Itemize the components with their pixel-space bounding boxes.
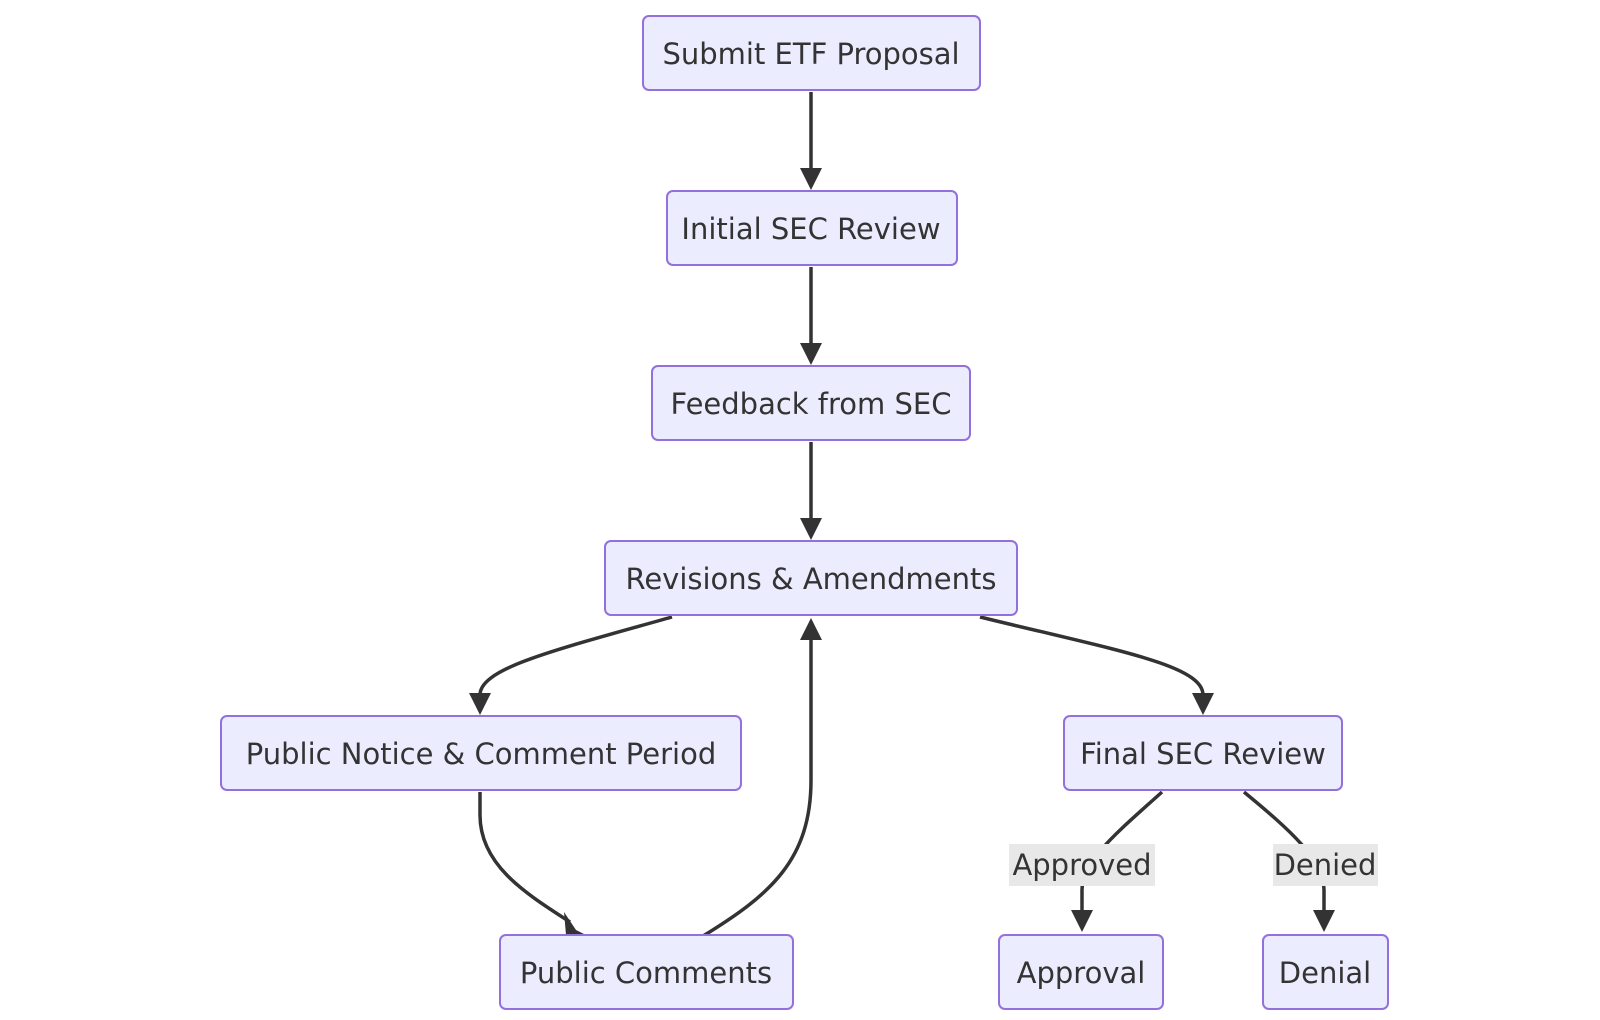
edge-label-approved: Approved bbox=[1009, 844, 1155, 886]
arrowhead-icon bbox=[800, 343, 822, 365]
node-public-comments[interactable]: Public Comments bbox=[499, 934, 794, 1010]
node-revisions-and-amendments[interactable]: Revisions & Amendments bbox=[604, 540, 1018, 616]
arrowhead-icon bbox=[800, 168, 822, 190]
edge-revisions-to-public-notice bbox=[478, 615, 673, 696]
edge-label-denied: Denied bbox=[1273, 844, 1378, 886]
arrowhead-icon bbox=[469, 693, 491, 715]
node-denial[interactable]: Denial bbox=[1262, 934, 1389, 1010]
node-label: Approval bbox=[1017, 956, 1146, 990]
edge-label-approved-text: Approved bbox=[1012, 848, 1151, 882]
edge-label-denied-text: Denied bbox=[1274, 848, 1377, 882]
node-approval[interactable]: Approval bbox=[998, 934, 1164, 1010]
node-public-notice-and-comment-period[interactable]: Public Notice & Comment Period bbox=[220, 715, 742, 791]
arrowhead-icon bbox=[800, 618, 822, 640]
node-label: Feedback from SEC bbox=[670, 387, 951, 421]
node-label: Revisions & Amendments bbox=[625, 562, 996, 596]
node-label: Denial bbox=[1279, 956, 1371, 990]
node-final-sec-review[interactable]: Final SEC Review bbox=[1063, 715, 1343, 791]
edge-public-comments-to-revisions bbox=[702, 640, 813, 938]
node-label: Final SEC Review bbox=[1080, 737, 1326, 771]
arrowhead-icon bbox=[1313, 910, 1335, 932]
node-feedback-from-sec[interactable]: Feedback from SEC bbox=[651, 365, 971, 441]
arrowhead-icon bbox=[800, 518, 822, 540]
edge-revisions-to-final-review bbox=[979, 615, 1205, 696]
node-label: Initial SEC Review bbox=[681, 212, 940, 246]
node-label: Public Comments bbox=[520, 956, 772, 990]
node-initial-sec-review[interactable]: Initial SEC Review bbox=[666, 190, 958, 266]
node-submit-etf-proposal[interactable]: Submit ETF Proposal bbox=[642, 15, 981, 91]
arrowhead-icon bbox=[1192, 693, 1214, 715]
arrowhead-icon bbox=[1071, 910, 1093, 932]
edge-public-notice-to-public-comments bbox=[478, 792, 571, 924]
node-label: Submit ETF Proposal bbox=[662, 37, 959, 71]
arrowhead-icon bbox=[564, 912, 588, 936]
node-label: Public Notice & Comment Period bbox=[246, 737, 716, 771]
